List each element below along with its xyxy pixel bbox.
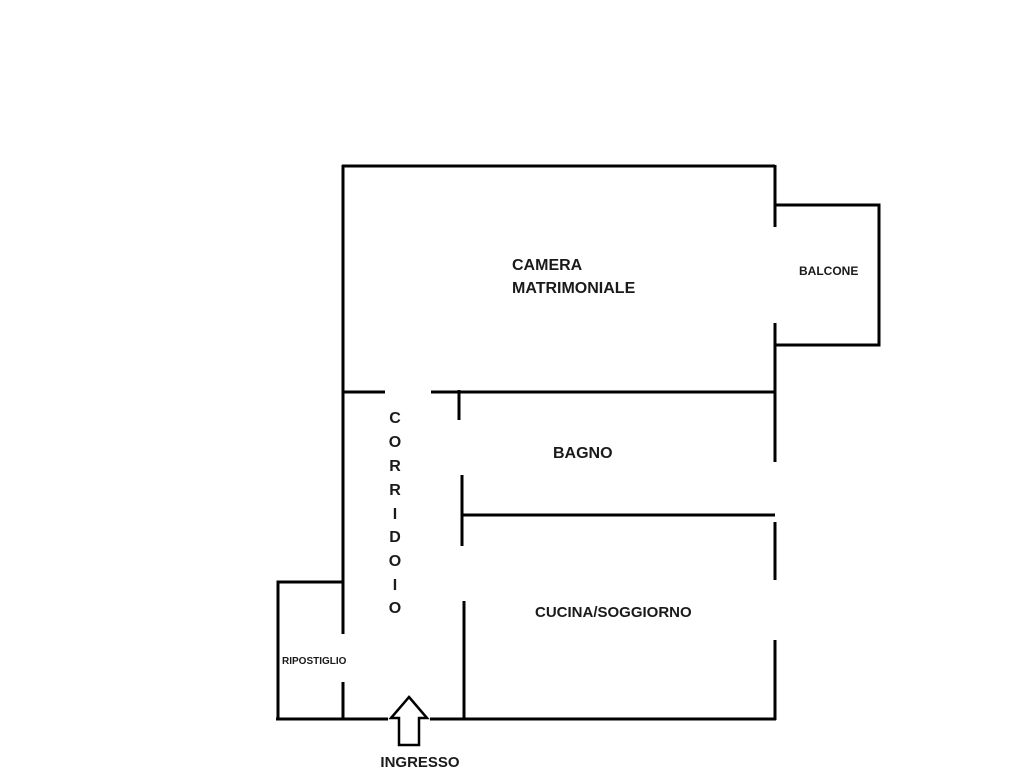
entrance-label: INGRESSO xyxy=(380,754,460,768)
corridoio-letter: D xyxy=(389,529,401,546)
corridoio-letter: O xyxy=(389,553,401,570)
corridoio-letter: C xyxy=(389,410,401,427)
corridoio-letter: R xyxy=(389,482,401,499)
corridoio-letter: I xyxy=(393,577,397,594)
room-label-cucina: CUCINA/SOGGIORNO xyxy=(535,604,692,621)
room-label-balcone: BALCONE xyxy=(799,264,858,278)
corridoio-letter: O xyxy=(389,600,401,617)
corridoio-letter: R xyxy=(389,458,401,475)
room-label-camera-line2: MATRIMONIALE xyxy=(512,280,636,297)
walls xyxy=(276,164,881,721)
room-label-ripostiglio: RIPOSTIGLIO xyxy=(282,656,347,667)
ripostiglio-outline xyxy=(276,580,343,719)
corridoio-letter: O xyxy=(389,434,401,451)
room-label-bagno: BAGNO xyxy=(553,445,613,462)
arrow-up-icon xyxy=(388,695,430,747)
room-label-corridoio: C O R R I D O I O xyxy=(389,410,401,617)
corridoio-letter: I xyxy=(393,506,397,523)
room-label-camera-line1: CAMERA xyxy=(512,257,583,274)
balcony-outline xyxy=(775,203,881,347)
